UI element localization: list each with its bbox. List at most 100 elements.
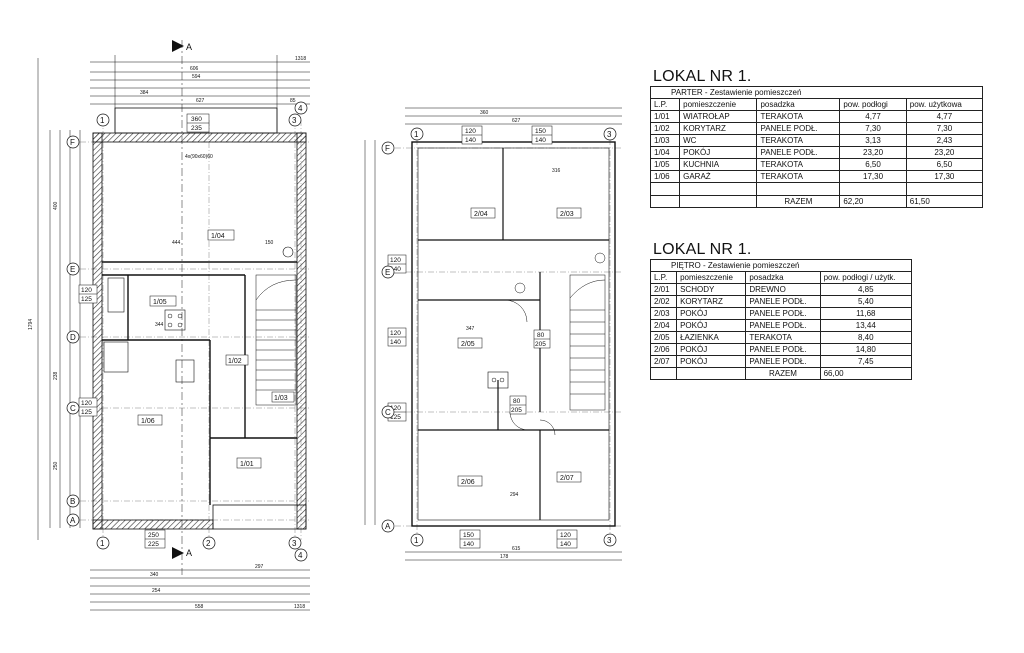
room-label-1-03: 1/03	[274, 395, 288, 402]
cell-room: GARAŻ	[679, 170, 758, 183]
cell-room: POKÓJ	[676, 355, 747, 368]
table-row: 2/03 POKÓJ PANELE PODŁ. 11,68	[649, 307, 913, 320]
table-row: 2/02 KORYTARZ PANELE PODŁ. 5,40	[649, 295, 913, 308]
dim-top-overall: 1318	[295, 56, 306, 62]
cell-floor: PANELE PODŁ.	[756, 146, 841, 159]
table-row: 1/05 KUCHNIA TERAKOTA 6,50 6,50	[649, 158, 984, 171]
opening-bottom-width-1: 250	[148, 532, 159, 539]
dim-top-1: 606	[190, 66, 199, 72]
cell-area: 3,13	[839, 134, 907, 147]
cell-lp: 1/06	[649, 170, 681, 183]
upper-opening-left-3-h: 125	[390, 414, 401, 421]
cell-room: POKÓJ	[676, 307, 747, 320]
table1-total-usable: 61,50	[905, 195, 984, 208]
table1-header-lp: L.P.	[649, 98, 681, 111]
table-row: 2/06 POKÓJ PANELE PODŁ. 14,80	[649, 343, 913, 356]
section-label-bottom: A	[186, 548, 192, 558]
cell-area: 8,40	[819, 331, 913, 344]
table1-total-row: RAZEM 62,20 61,50	[649, 195, 984, 208]
cell-lp: 2/05	[649, 331, 678, 344]
cell-usable: 17,30	[905, 170, 984, 183]
table1-header-area: pow. podłogi	[839, 98, 907, 111]
cell-floor: PANELE PODŁ.	[745, 343, 821, 356]
upper-opening-bottom-1-w: 150	[463, 532, 474, 539]
cell-floor: DREWNO	[745, 283, 821, 296]
upper-dim-bottom-1: 615	[512, 546, 521, 552]
axis-col-3-top: 3	[292, 116, 297, 125]
opening-bottom-height-1: 225	[148, 541, 159, 548]
note-444: 444	[172, 240, 181, 246]
section-arrow-bottom	[172, 547, 184, 559]
room-label-2-04: 2/04	[474, 211, 488, 218]
note-150: 150	[265, 240, 274, 246]
upper-axis-col-1-top: 1	[414, 130, 419, 139]
axis-row-d: D	[70, 333, 76, 342]
upper-axis-col-3-top: 3	[607, 130, 612, 139]
table-row: 1/02 KORYTARZ PANELE PODŁ. 7,30 7,30	[649, 122, 984, 135]
dim-top-4: 384	[140, 90, 149, 96]
table1-parter: PARTER - Zestawienie pomieszczeń L.P. po…	[649, 86, 984, 208]
cell-lp: 2/07	[649, 355, 678, 368]
table2-pietro: PIĘTRO - Zestawienie pomieszczeń L.P. po…	[649, 259, 913, 380]
upper-note-294: 294	[510, 492, 519, 498]
cell-lp: 2/06	[649, 343, 678, 356]
dim-bottom-5: 1318	[294, 604, 305, 610]
cell-floor: PANELE PODŁ.	[745, 307, 821, 320]
upper-opening-left-2-w: 120	[390, 330, 401, 337]
upper-opening-left-1-w: 120	[390, 257, 401, 264]
upper-opening-left-2-h: 140	[390, 339, 401, 346]
cell-room: SCHODY	[676, 283, 747, 296]
cell-usable: 4,77	[905, 110, 984, 123]
table2-header-room: pomieszczenie	[676, 271, 747, 284]
room-label-1-01: 1/01	[240, 461, 254, 468]
upper-door-1-h: 205	[535, 341, 546, 348]
cell-area: 7,45	[819, 355, 913, 368]
cell-room: ŁAZIENKA	[676, 331, 747, 344]
cell-area: 17,30	[839, 170, 907, 183]
cell-lp: 2/04	[649, 319, 678, 332]
cell-area: 4,85	[819, 283, 913, 296]
cell-usable: 2,43	[905, 134, 984, 147]
upper-note-316: 316	[552, 168, 561, 174]
cell-area: 13,44	[819, 319, 913, 332]
table2-header: L.P. pomieszczenie posadzka pow. podłogi…	[649, 271, 913, 284]
upper-door-1-w: 80	[537, 332, 545, 339]
cell-room: WC	[679, 134, 758, 147]
dim-left-2: 238	[53, 371, 59, 380]
axis-row-e: E	[70, 265, 75, 274]
cell-floor: TERAKOTA	[745, 331, 821, 344]
axis-row-a: A	[70, 516, 76, 525]
dim-bottom-3: 254	[152, 588, 161, 594]
axis-col-4-top: 4	[298, 104, 303, 113]
table-row: 2/01 SCHODY DREWNO 4,85	[649, 283, 913, 296]
upper-opening-bottom-2-w: 120	[560, 532, 571, 539]
upper-dim-top-2: 360	[480, 110, 489, 116]
axis-row-b: B	[70, 497, 75, 506]
upper-dim-top-1: 627	[512, 118, 521, 124]
ground-floor-plan: A A 1318 606 594 627 384 85 1794 400	[28, 40, 310, 611]
upper-door-2-w: 80	[513, 398, 521, 405]
section-label-top: A	[186, 42, 192, 52]
dim-left-overall: 1794	[28, 319, 34, 330]
cell-room: WIATROŁAP	[679, 110, 758, 123]
room-label-2-07: 2/07	[560, 475, 574, 482]
dim-top-3: 627	[196, 98, 205, 104]
table1-header-room: pomieszczenie	[679, 98, 758, 111]
room-label-1-06: 1/06	[141, 418, 155, 425]
note-344: 344	[155, 322, 164, 328]
room-label-1-05: 1/05	[153, 299, 167, 306]
cell-floor: TERAKOTA	[756, 158, 841, 171]
cell-floor: PANELE PODŁ.	[745, 319, 821, 332]
room-label-2-03: 2/03	[560, 211, 574, 218]
table1-total-label: RAZEM	[756, 195, 841, 208]
axis-col-3-bottom: 3	[292, 539, 297, 548]
room-label-2-05: 2/05	[461, 341, 475, 348]
upper-axis-row-f: F	[385, 144, 390, 153]
axis-col-2-bottom: 2	[206, 539, 211, 548]
table2-total-row: RAZEM 66,00	[649, 367, 913, 380]
section-arrow-top	[172, 40, 184, 52]
cell-lp: 1/03	[649, 134, 681, 147]
table1-header: L.P. pomieszczenie posadzka pow. podłogi…	[649, 98, 984, 111]
cell-area: 6,50	[839, 158, 907, 171]
cell-room: POKÓJ	[679, 146, 758, 159]
